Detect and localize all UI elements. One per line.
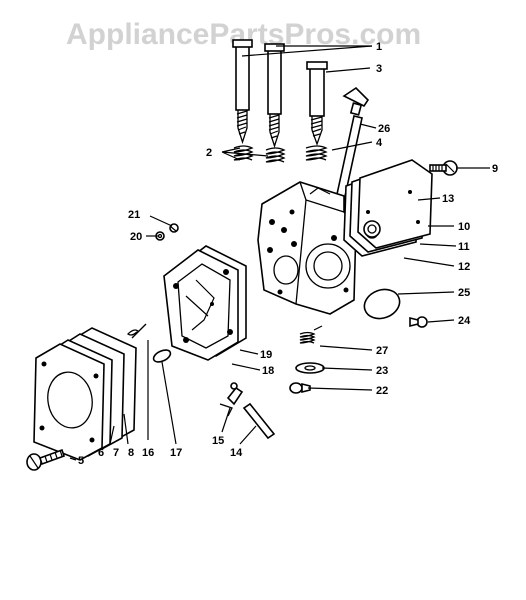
callout-5: 5 [78, 455, 84, 467]
callout-25: 25 [458, 287, 470, 299]
callout-4: 4 [376, 137, 383, 149]
callout-7: 7 [113, 447, 119, 459]
callout-14: 14 [230, 447, 243, 459]
callout-18: 18 [262, 365, 274, 377]
fuel-pump-gasket-stack [343, 159, 433, 257]
o-ring-17 [152, 349, 172, 363]
callout-2: 2 [206, 147, 212, 159]
carburetor-body [257, 181, 357, 315]
spring-middle [265, 147, 286, 163]
inlet-screen [363, 220, 381, 238]
callout-labels: 1 2 3 4 5 6 7 8 9 10 11 12 13 14 15 16 1… [78, 41, 498, 467]
needle-screw-left [232, 39, 253, 145]
callout-23: 23 [376, 365, 388, 377]
callout-8: 8 [128, 447, 134, 459]
callout-6: 6 [98, 447, 104, 459]
callout-10: 10 [458, 221, 470, 233]
callout-15: 15 [212, 435, 224, 447]
callout-1: 1 [376, 41, 382, 53]
spring-16 [127, 323, 147, 339]
screw-24 [409, 316, 428, 328]
callout-3: 3 [376, 63, 382, 75]
cover-screw-5 [26, 448, 66, 471]
callout-27: 27 [376, 345, 388, 357]
shaft-14 [242, 402, 276, 440]
plug-22 [289, 382, 311, 394]
callout-19: 19 [260, 349, 272, 361]
diaphragm-25 [363, 288, 401, 320]
callout-21: 21 [128, 209, 140, 221]
callout-16: 16 [142, 447, 154, 459]
spring-left [233, 145, 254, 161]
idle-screw [306, 61, 328, 146]
callout-11: 11 [458, 241, 470, 253]
gasket-23 [295, 362, 325, 374]
lever-15 [219, 382, 244, 417]
cover-screw-9 [429, 160, 458, 176]
spring-right [305, 145, 328, 161]
needle-screw-middle [264, 43, 285, 149]
callout-24: 24 [458, 315, 471, 327]
callout-17: 17 [170, 447, 182, 459]
callout-9: 9 [492, 163, 498, 175]
callout-20: 20 [130, 231, 142, 243]
leader-lines [69, 45, 490, 461]
callout-22: 22 [376, 385, 388, 397]
diaphragm-cover-stack [33, 327, 137, 461]
callout-26: 26 [378, 123, 390, 135]
metering-plate [163, 245, 247, 361]
callout-13: 13 [442, 193, 454, 205]
spring-27 [299, 325, 323, 344]
callout-12: 12 [458, 261, 470, 273]
